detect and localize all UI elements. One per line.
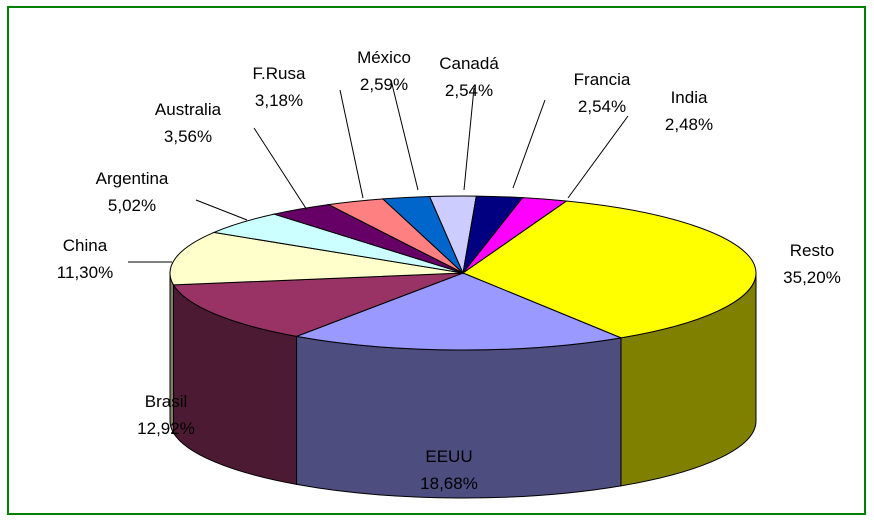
category-label-f-rusa: F.Rusa <box>253 64 306 83</box>
category-label-india: India <box>671 88 708 107</box>
category-label-francia: Francia <box>574 70 631 89</box>
leader-line-canad- <box>463 87 475 191</box>
value-label-f-rusa: 3,18% <box>255 91 303 110</box>
value-label-argentina: 5,02% <box>108 196 156 215</box>
value-label-brasil: 12,92% <box>137 419 195 438</box>
pie-slice-india <box>462 197 568 274</box>
value-label-resto: 35,20% <box>783 268 841 287</box>
leader-line-argentina <box>195 199 248 221</box>
category-label-brasil: Brasil <box>145 392 188 411</box>
value-label-india: 2,48% <box>665 115 713 134</box>
category-label-m-xico: México <box>357 48 411 67</box>
pie-slice-china <box>169 231 464 286</box>
value-label-australia: 3,56% <box>164 127 212 146</box>
category-label-eeuu: EEUU <box>425 447 472 466</box>
pie-slice-brasil <box>172 272 464 337</box>
category-label-resto: Resto <box>790 241 834 260</box>
value-label-eeuu: 18,68% <box>420 474 478 493</box>
value-label-m-xico: 2,59% <box>360 75 408 94</box>
leader-line-australia <box>253 127 308 211</box>
value-label-canad-: 2,54% <box>445 81 493 100</box>
leader-line-india <box>567 115 629 199</box>
pie-slice-eeuu <box>294 272 623 351</box>
value-label-francia: 2,54% <box>578 97 626 116</box>
leader-line-m-xico <box>390 79 419 191</box>
value-label-china: 11,30% <box>57 263 113 282</box>
leader-line-f-rusa <box>339 89 364 199</box>
category-label-canad-: Canadá <box>439 54 499 73</box>
category-label-china: China <box>63 236 108 255</box>
category-label-australia: Australia <box>155 100 222 119</box>
category-label-argentina: Argentina <box>96 169 169 188</box>
leader-line-francia <box>512 99 546 189</box>
pie-slice-resto <box>461 200 757 339</box>
